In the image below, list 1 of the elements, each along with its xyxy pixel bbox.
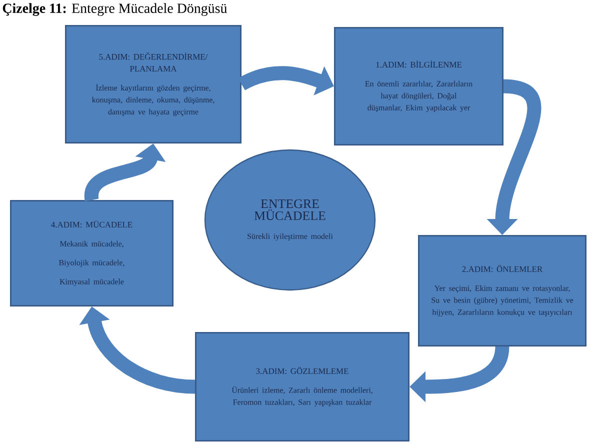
figure-title: Çizelge 11: Entegre Mücadele Döngüsü <box>2 3 227 16</box>
